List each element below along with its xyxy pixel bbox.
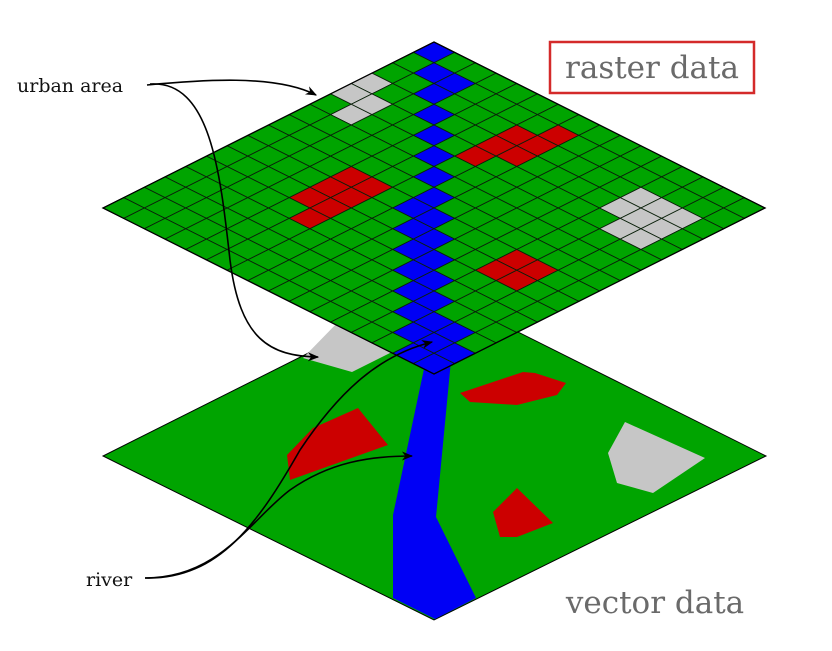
vector-urban-area-right [608,422,705,493]
vector-urban-area-left [303,320,392,372]
river-label: river [86,569,133,591]
raster-layer [103,42,765,374]
vector-data-title: vector data [565,585,744,621]
raster-border [103,42,765,374]
vector-red-area-bottom [493,488,553,537]
vector-red-area-left [287,408,388,480]
river-arrow-to-vector [144,451,414,579]
vector-layer [101,289,768,621]
vector-red-area-top [460,372,566,405]
title-box-raster: raster data [548,40,756,95]
vector-river [393,350,476,619]
urban-arrow-to-raster [146,79,317,96]
urban-arrow-to-vector [149,83,320,362]
urban-area-label: urban area [17,75,123,97]
raster-data-title: raster data [565,50,739,86]
